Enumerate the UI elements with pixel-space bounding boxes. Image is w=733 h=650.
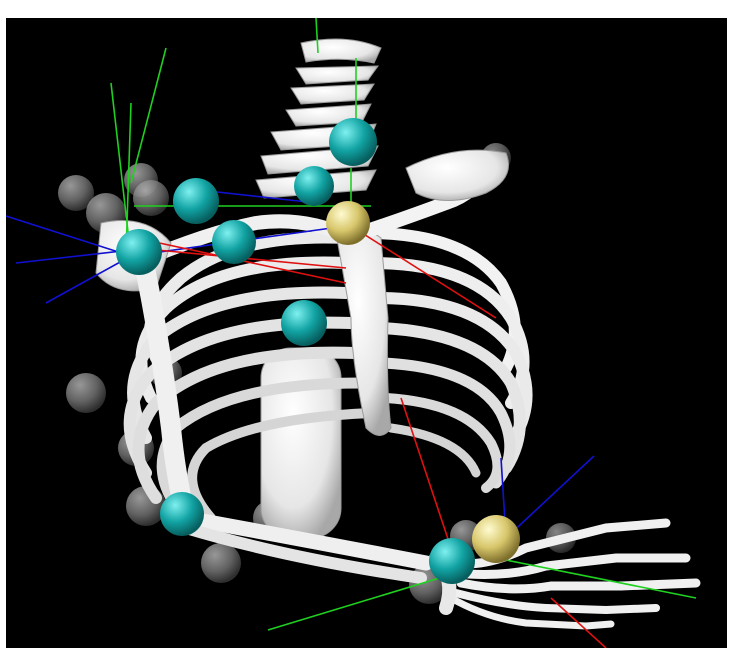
joint-marker[interactable] [116, 229, 162, 275]
ghost-marker [133, 180, 169, 216]
joint-marker[interactable] [160, 492, 204, 536]
ghost-marker [201, 543, 241, 583]
3d-viewport[interactable] [6, 18, 727, 648]
selected-joint-marker[interactable] [326, 201, 370, 245]
sternum [336, 229, 391, 436]
selected-joint-marker[interactable] [472, 515, 520, 563]
ghost-marker [66, 373, 106, 413]
joint-marker[interactable] [173, 178, 219, 224]
joint-marker[interactable] [329, 118, 377, 166]
joint-marker[interactable] [429, 538, 475, 584]
skeleton-scene[interactable] [6, 18, 727, 648]
joint-marker[interactable] [294, 166, 334, 206]
joint-marker[interactable] [281, 300, 327, 346]
joint-marker[interactable] [212, 220, 256, 264]
